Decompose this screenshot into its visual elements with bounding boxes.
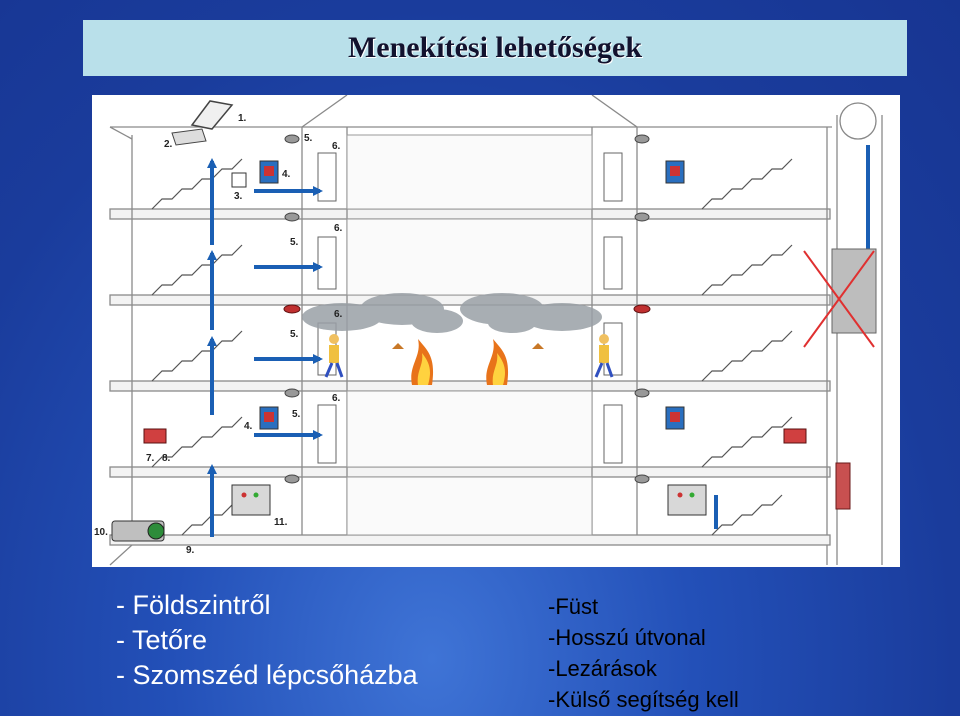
option-item: - Szomszéd lépcsőházba <box>116 660 418 690</box>
factor-item: -Lezárások <box>548 656 657 681</box>
factor-item: -Füst <box>548 594 599 619</box>
label-9: 9. <box>186 545 195 556</box>
building-cross-section: 1. 2. 3. 4. 5. 6. 5. 6. 5. 6. 4. 5. 6. 7… <box>94 95 883 566</box>
label-6d: 6. <box>332 393 341 404</box>
risk-factors-list: -Füst -Hosszú útvonal -Lezárások -Külső … <box>548 591 739 715</box>
slide-title: Menekítési lehetőségek <box>347 31 643 64</box>
smoke-detector-icons <box>284 134 650 484</box>
fire-icon <box>392 339 544 385</box>
label-8: 8. <box>162 453 171 464</box>
label-2: 2. <box>164 139 173 150</box>
person-running-icon <box>324 334 614 378</box>
label-11: 11. <box>274 517 288 528</box>
factor-item: -Külső segítség kell <box>548 687 739 712</box>
label-10: 10. <box>94 527 108 538</box>
factor-item: -Hosszú útvonal <box>548 625 706 650</box>
label-5a: 5. <box>304 133 313 144</box>
call-point-icons <box>231 160 685 430</box>
evacuation-arrows <box>207 158 323 537</box>
label-1: 1. <box>238 113 247 124</box>
external-elevator-shaft <box>803 102 877 510</box>
label-4: 4. <box>282 169 291 180</box>
label-7: 7. <box>146 453 155 464</box>
diagram-number-labels: 1. 2. 3. 4. 5. 6. 5. 6. 5. 6. 4. 5. 6. 7… <box>94 113 343 556</box>
building-evacuation-diagram: 1. 2. 3. 4. 5. 6. 5. 6. 5. 6. 4. 5. 6. 7… <box>92 95 900 567</box>
roof-hatch-icon <box>171 100 234 146</box>
label-3: 3. <box>234 191 243 202</box>
title-banner: Menekítési lehetőségek <box>83 20 907 76</box>
staircase-right <box>701 158 793 536</box>
pump-device-icon <box>111 520 165 542</box>
label-5c: 5. <box>290 329 299 340</box>
central-corridor <box>346 134 593 536</box>
evacuation-options-list: - Földszintről - Tetőre - Szomszéd lépcs… <box>116 588 418 693</box>
alarm-bell-icons <box>143 428 807 444</box>
label-5d: 5. <box>292 409 301 420</box>
option-item: - Földszintről <box>116 590 271 620</box>
label-6c: 6. <box>334 309 343 320</box>
label-5b: 5. <box>290 237 299 248</box>
label-6b: 6. <box>334 223 343 234</box>
alarm-detector-red-icons <box>283 304 651 314</box>
smoke-icon <box>302 293 602 333</box>
control-panel-icons <box>231 484 707 516</box>
option-item: - Tetőre <box>116 625 208 655</box>
label-6a: 6. <box>332 141 341 152</box>
right-blue-marks <box>714 145 870 529</box>
label-4b: 4. <box>244 421 253 432</box>
